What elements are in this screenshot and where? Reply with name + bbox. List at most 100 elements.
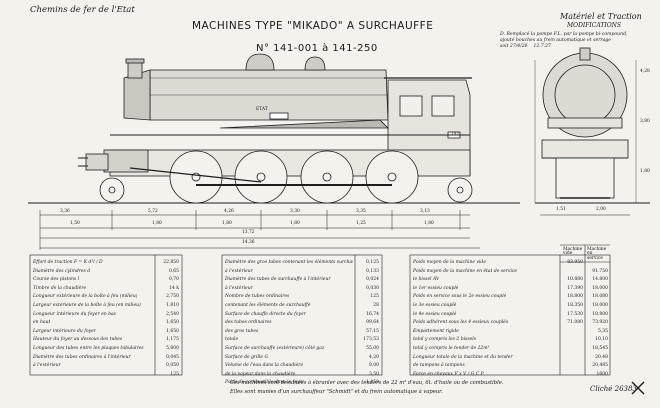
table-row: Surface de surchauffe (extérieure) côté …: [225, 345, 379, 354]
row-label: Largeur extérieure de la boîte à feu (en…: [33, 302, 141, 308]
row-label: à l'extérieur: [225, 268, 253, 274]
row-value: 73.920: [592, 320, 608, 326]
end-height-label: 1,80: [640, 169, 650, 174]
wheels: [99, 150, 473, 204]
railway-name: Chemins de fer de l'Etat: [30, 5, 135, 15]
table-row: Diamètre des tubes de surchauffe à l'int…: [225, 276, 379, 285]
row-label: Nombre de tubes ordinaires: [225, 294, 290, 300]
row-label: Diamètre des gros tubes contenant les él…: [225, 260, 353, 265]
row-label: Timbre de la chaudière: [33, 285, 87, 291]
row-value: 18.350: [567, 302, 583, 308]
modification-note: D. Remplacé la pompe F.L. par la pompe b…: [500, 32, 628, 49]
drawing-title: MACHINES TYPE "MIKADO" A SURCHAUFFE: [192, 20, 434, 32]
total-length-2: 14,36: [242, 240, 255, 245]
table-row: Surface de chauffe directe du foyer 16,74: [225, 311, 379, 320]
row-label: de la vapeur dans la chaudière: [225, 371, 296, 377]
row-label: Poids moyen de la machine en état de ser…: [413, 268, 518, 274]
row-value: 1,175: [166, 337, 179, 343]
row-value: 17.530: [567, 311, 583, 317]
row-value: 1,650: [166, 320, 179, 326]
row-label: total y compris les 2 bissels: [413, 337, 477, 343]
row-label: Poids en service sous le 2e essieu coupl…: [413, 294, 507, 300]
row-label: Hauteur du foyer au dessous des tubes: [33, 337, 123, 343]
spacing-label: 1,80: [424, 221, 434, 226]
department: Matériel et Traction: [560, 12, 642, 21]
end-height-label: 3,80: [640, 119, 650, 124]
row-label: le 4e essieu couplé: [413, 311, 457, 317]
row-label: des gros tubes: [225, 328, 259, 334]
table-row: Longueur totale de la machine et du tend…: [413, 354, 608, 363]
plate-number: 141: [451, 132, 460, 137]
row-label: le 3e essieu couplé: [413, 302, 457, 308]
table-row: Longueur des tubes entre les plaques tub…: [33, 345, 179, 354]
row-label: en haut: [33, 320, 51, 326]
table-row: en haut 1,650: [33, 319, 179, 328]
dimension-lines: [39, 210, 630, 250]
row-value: 5,35: [597, 328, 608, 334]
dimension-label: 3,30: [290, 209, 300, 214]
table-row: le 3e essieu couplé 18.350 18.000: [413, 302, 608, 311]
row-value: 2,540: [166, 311, 179, 317]
row-value: 1,150: [366, 380, 379, 386]
cliche-number: Cliché 26383: [590, 385, 637, 393]
table-row: Hauteur du foyer au dessous des tubes 1,1…: [33, 336, 179, 345]
row-value: 8,00: [368, 363, 379, 369]
row-label: Poids moyen de la machine vide: [413, 260, 486, 265]
department-sub: MODIFICATIONS: [567, 22, 622, 29]
cross-mark: [631, 381, 645, 395]
row-value: 18.000: [592, 285, 608, 291]
table-row: Diamètre des tubes ordinaires à l'intéri…: [33, 354, 179, 363]
col-header-service: Machine en service: [587, 247, 607, 261]
row-value: 18.000: [592, 302, 608, 308]
row-value: 14 k: [169, 285, 179, 291]
row-value: 0,050: [166, 363, 179, 369]
table-row: Largeur extérieure de la boîte à feu (en…: [33, 302, 179, 311]
row-value: 125: [370, 294, 379, 300]
row-value: 14.800: [592, 277, 608, 283]
table-row: Longueur extérieure de la boîte à feu (m…: [33, 293, 179, 302]
row-label: Poids adhérent sous les 4 essieux couplé…: [413, 320, 509, 326]
footer-note-1: Ces machines sont dessinées à ébranler a…: [230, 380, 504, 386]
row-label: Longueur extérieure de la boîte à feu (m…: [33, 294, 138, 300]
dimension-label: 3,36: [60, 209, 70, 214]
total-length: 13,72: [242, 230, 255, 235]
row-value: 0,024: [366, 277, 379, 283]
row-label: Diamètre des cylindres d: [33, 268, 91, 274]
dimension-label: 3,35: [356, 209, 366, 214]
row-label: des tubes ordinaires: [225, 320, 272, 326]
row-value: 16,74: [366, 311, 379, 317]
row-value: 18.080: [592, 294, 608, 300]
row-label: Surface de chauffe directe du foyer: [225, 311, 306, 317]
row-value: 20,48: [595, 354, 608, 360]
row-value: 0,70: [168, 277, 179, 283]
end-view: [534, 47, 637, 203]
row-value: 125: [170, 371, 179, 377]
row-value: 4,20: [368, 354, 379, 360]
row-label: Longueur totale de la machine et du tend…: [413, 354, 513, 360]
row-value: 1600: [596, 371, 608, 377]
row-label: Diamètre des tubes de surchauffe à l'int…: [225, 277, 331, 283]
table-mid: Diamètre des gros tubes contenant les él…: [225, 259, 379, 388]
end-height-label: 4,28: [640, 69, 650, 74]
row-label: le bissel AV: [413, 277, 440, 283]
row-value: 18,545: [592, 345, 608, 351]
row-value: 2,750: [166, 294, 179, 300]
series-number: N° 141-001 à 141-250: [256, 43, 378, 54]
